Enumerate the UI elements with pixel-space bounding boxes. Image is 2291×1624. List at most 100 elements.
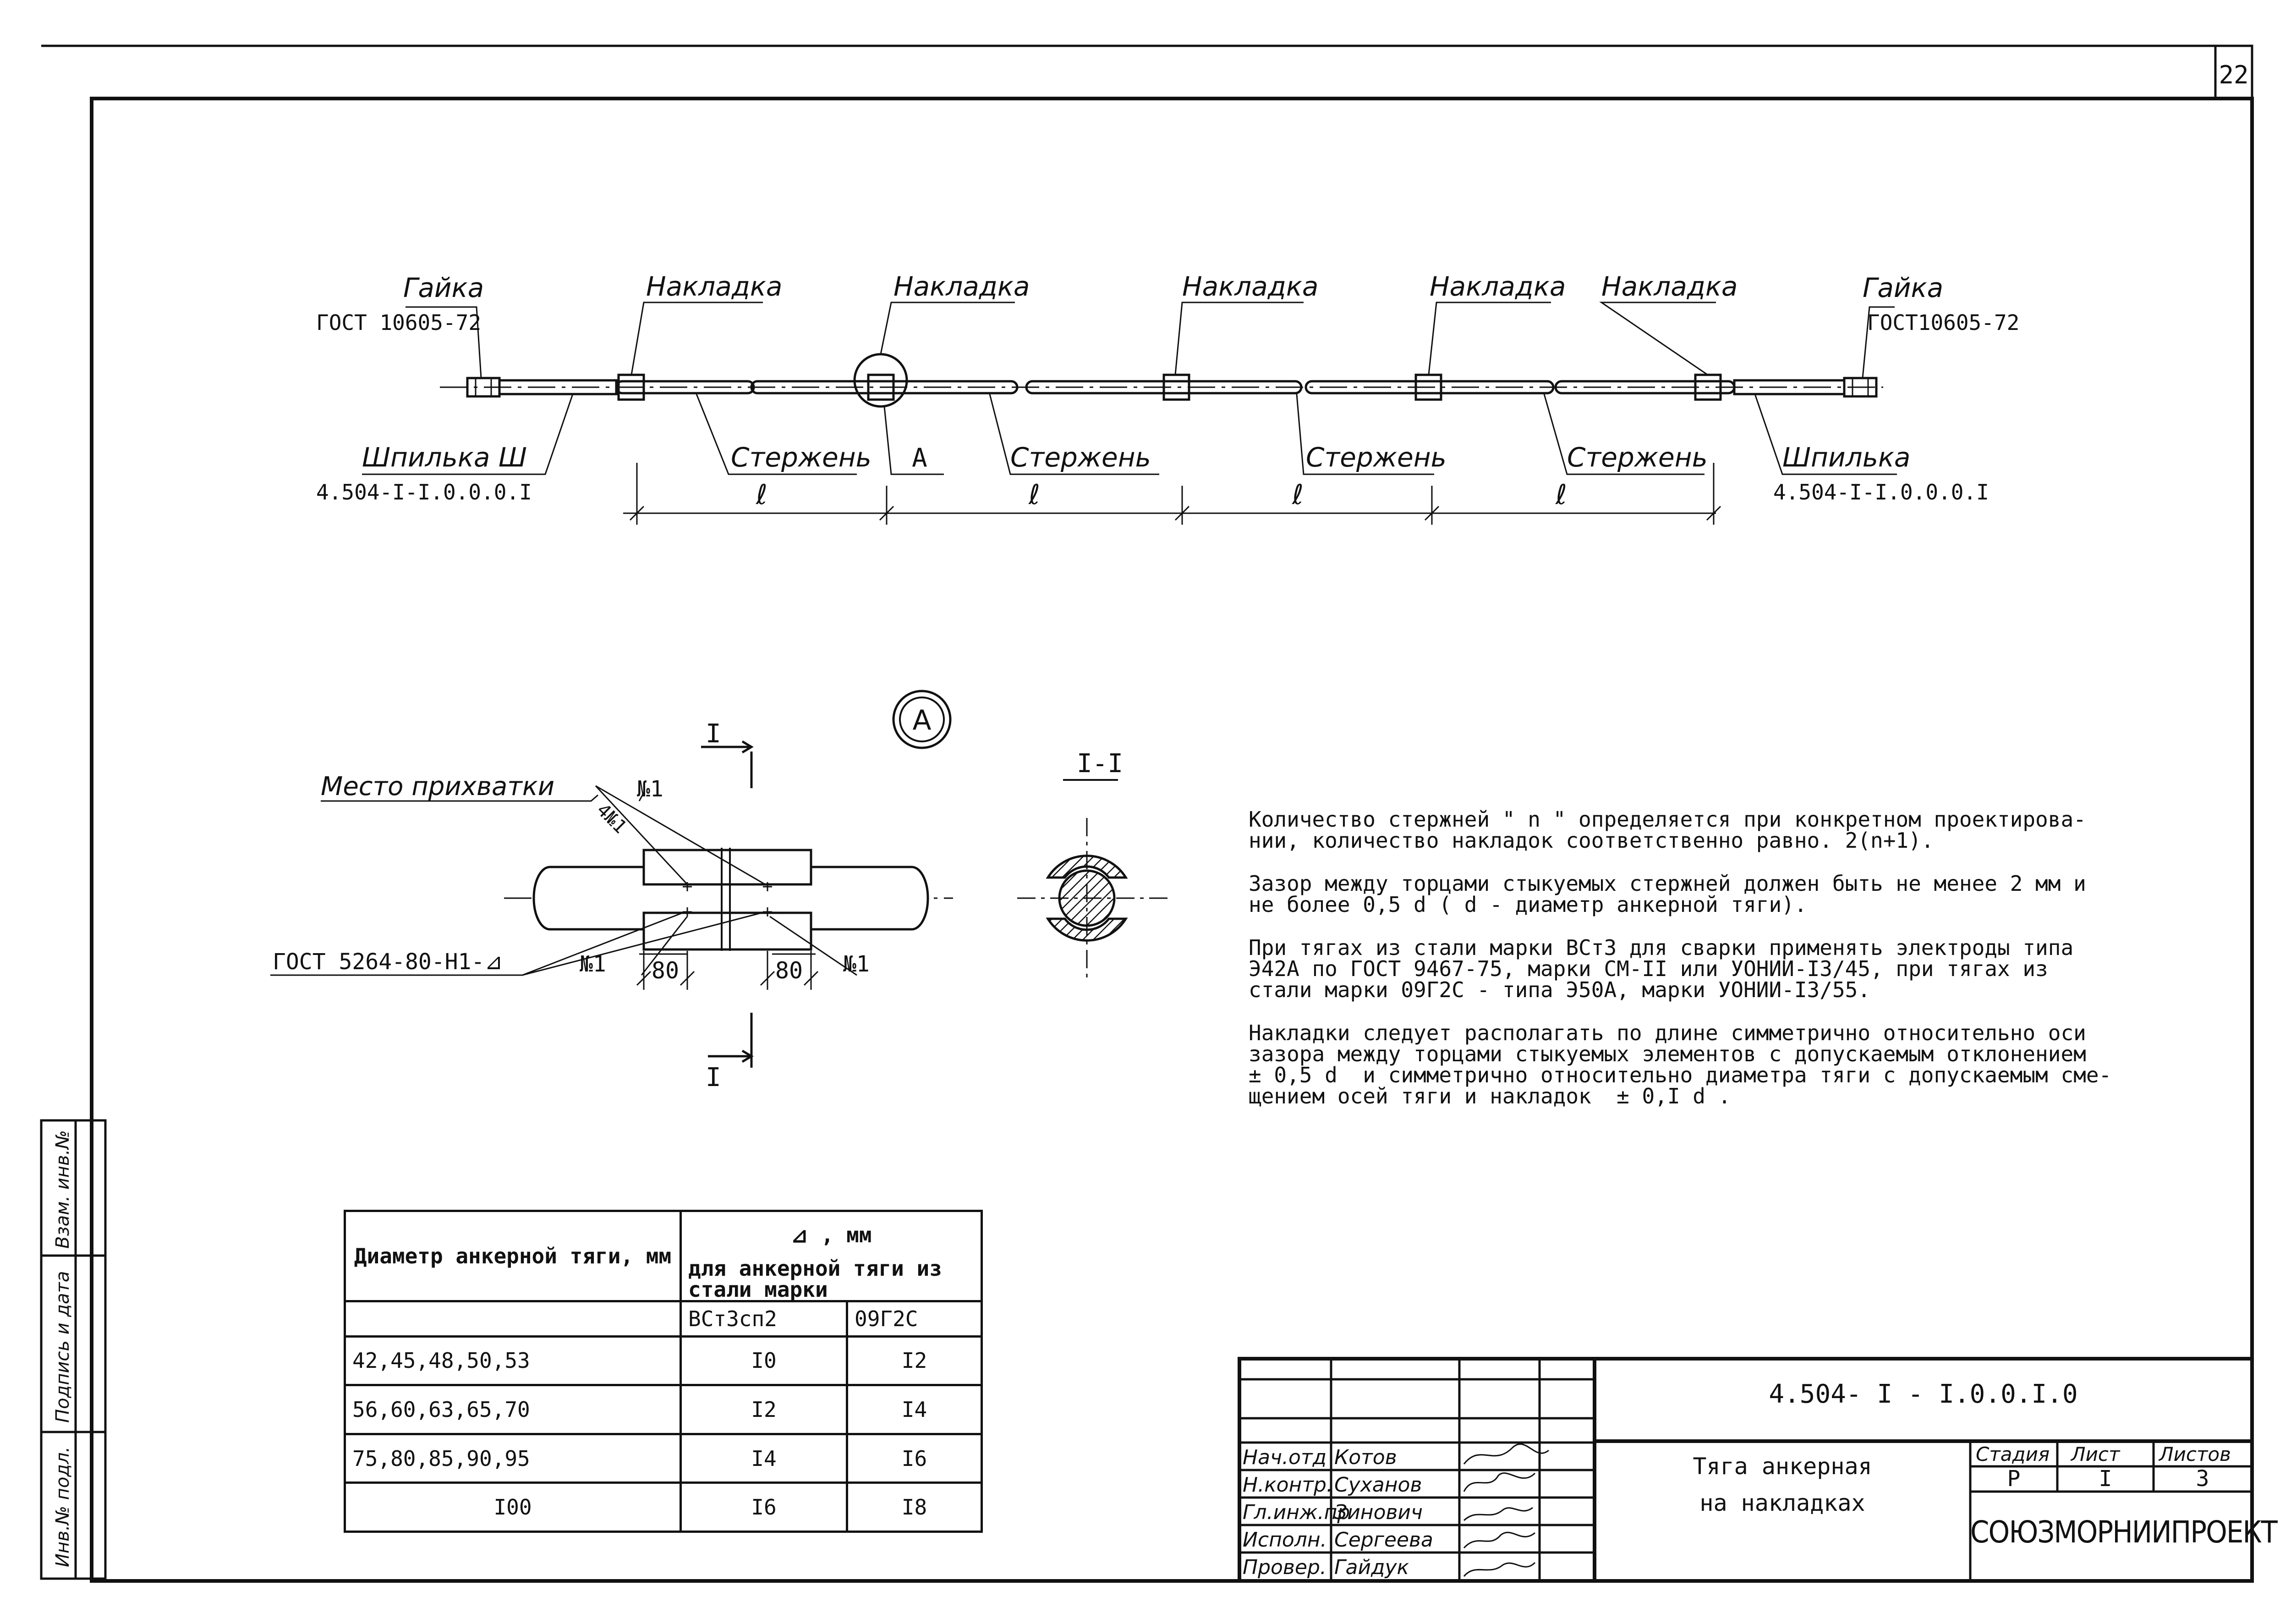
section-mark-top: I [706, 719, 721, 749]
rod-label-4: Стержень [1567, 442, 1708, 473]
length-80-left: 80 [652, 957, 679, 984]
tack-place-label: Место прихватки [321, 772, 554, 801]
stud-right-code: 4.504-I-I.0.0.0.I [1773, 480, 1989, 505]
nut-left-standard: ГОСТ 10605-72 [316, 310, 481, 335]
sheet-header: Лист [2070, 1443, 2121, 1465]
document-code: 4.504- I - I.0.0.I.0 [1769, 1379, 2078, 1409]
title-block-grid [1238, 1357, 2254, 1583]
sheets-value: 3 [2196, 1466, 2209, 1492]
stage-headers: Стадия Лист Листов [1976, 1443, 2231, 1465]
length-80-right: 80 [775, 957, 803, 984]
detail-a-view: А I I [270, 690, 953, 1092]
weld-standard-label: ГОСТ 5264-80-Н1-⊿ [273, 949, 503, 975]
rod-segment-2 [750, 380, 1019, 395]
overlay-label-1: Накладка [646, 271, 782, 302]
rod-segment-1 [615, 380, 755, 395]
section-title: I-I [1077, 749, 1123, 779]
role-3: Гл.инж.пр [1243, 1501, 1350, 1524]
nut-left-label: Гайка [403, 272, 484, 303]
document-title: Тяга анкерная на накладках [1595, 1448, 1970, 1521]
row-2-diameters: 56,60,63,65,70 [344, 1384, 682, 1435]
name-2: Суханов [1334, 1473, 1422, 1497]
stud-left-code: 4.504-I-I.0.0.0.I [316, 480, 532, 505]
stage-header: Стадия [1976, 1443, 2050, 1465]
name-3: Зинович [1334, 1501, 1423, 1524]
section-i-i: I-I [1017, 749, 1171, 978]
length-l-4: ℓ [1555, 479, 1567, 511]
overlay-3-shape [1162, 373, 1190, 401]
note-3: При тягах из стали марки ВСт3 для сварки… [1249, 935, 2074, 1002]
row-1-diameters: 42,45,48,50,53 [344, 1335, 682, 1387]
role-2: Н.контр. [1243, 1473, 1333, 1497]
weld-mark-top: №1 [637, 776, 663, 802]
side-stamp-sign: Подпись и дата [52, 1271, 73, 1423]
stage-value: Р [2007, 1466, 2021, 1492]
notes: Количество стержней " n " определяется п… [1249, 809, 2252, 1129]
overlay-label-2: Накладка [893, 271, 1030, 302]
overlay-label-4: Накладка [1430, 271, 1566, 302]
stud-right-label: Шпилька [1782, 442, 1910, 473]
nut-right-standard: ГОСТ10605-72 [1867, 310, 2019, 335]
rod-label-2: Стержень [1010, 442, 1151, 473]
row-1-09g2s: I2 [846, 1335, 983, 1387]
length-l-3: ℓ [1292, 479, 1304, 511]
overlay-5-shape [1694, 373, 1722, 401]
overlay-4-shape [1414, 373, 1442, 401]
stage-values: Р I 3 [2007, 1466, 2209, 1492]
steel-grade-2: 09Г2С [846, 1300, 983, 1338]
organization-name: СОЮЗМОРНИИПРОЕКТ [1970, 1514, 2278, 1550]
rod-label-1: Стержень [731, 442, 871, 473]
overlay-label-3: Накладка [1182, 271, 1318, 302]
row-4-diameters: I00 [344, 1481, 682, 1533]
detail-a-circle-label: А [912, 704, 931, 736]
col-header-diameter: Диаметр анкерной тяги, мм [344, 1209, 682, 1303]
weld-size-table: Диаметр анкерной тяги, мм ⊿ , мм для анк… [344, 1209, 983, 1533]
table-row: 42,45,48,50,53 I0 I2 [344, 1335, 983, 1387]
overlay-1-shape [617, 373, 645, 401]
row-2-09g2s: I4 [846, 1384, 983, 1435]
sheet-number-box [2214, 44, 2253, 100]
weld-mark-left: №1 [580, 951, 606, 977]
name-4: Сергеева [1334, 1528, 1433, 1552]
length-l-2: ℓ [1028, 479, 1040, 511]
side-stamp [40, 1119, 107, 1580]
table-row: I00 I6 I8 [344, 1481, 983, 1533]
sheet-frame [90, 97, 2254, 1583]
nut-right-shape [1843, 377, 1878, 398]
detail-callout-label: А [912, 443, 927, 473]
rod-label-3: Стержень [1306, 442, 1447, 473]
title-block-roles: Нач.отд Котов Н.контр. Суханов Гл.инж.пр… [1243, 1446, 1433, 1579]
role-4: Исполн. [1243, 1528, 1327, 1552]
note-4: Накладки следует располагать по длине си… [1249, 1020, 2112, 1108]
weld-mark-right: №1 [843, 951, 870, 977]
row-1-vst3: I0 [680, 1335, 848, 1387]
weld-mark-4: 4№1 [592, 800, 631, 838]
assembly-view: Гайка ГОСТ 10605-72 Накладка Накладка На… [316, 271, 2019, 525]
side-stamp-replace: Взам. инв.№ [52, 1130, 73, 1249]
row-3-diameters: 75,80,85,90,95 [344, 1432, 682, 1484]
rod-segment-4 [1304, 380, 1555, 395]
document-title-line-2: на накладках [1699, 1490, 1865, 1516]
note-1: Количество стержней " n " определяется п… [1249, 807, 2086, 853]
name-1: Котов [1334, 1446, 1397, 1469]
role-5: Провер. [1243, 1556, 1326, 1579]
overlay-label-5: Накладка [1601, 271, 1737, 302]
sheet-value: I [2099, 1466, 2112, 1492]
stud-left-label: Шпилька Ш [362, 442, 527, 473]
row-2-vst3: I2 [680, 1384, 848, 1435]
side-stamp-inv: Инв.№ подл. [52, 1447, 73, 1567]
row-4-vst3: I6 [680, 1481, 848, 1533]
row-3-vst3: I4 [680, 1432, 848, 1484]
document-title-line-1: Тяга анкерная [1693, 1453, 1872, 1480]
length-l-1: ℓ [756, 479, 767, 511]
table-row: 75,80,85,90,95 I4 I6 [344, 1432, 983, 1484]
col-header-weld: ⊿ , мм [680, 1210, 983, 1258]
overlay-2-shape [867, 373, 895, 401]
section-mark-bottom: I [706, 1063, 721, 1092]
name-5: Гайдук [1334, 1556, 1409, 1579]
length-dimension [623, 463, 1721, 525]
signatures [1463, 1443, 1549, 1577]
sheets-header: Листов [2158, 1443, 2231, 1465]
table-row: 56,60,63,65,70 I2 I4 [344, 1384, 983, 1435]
